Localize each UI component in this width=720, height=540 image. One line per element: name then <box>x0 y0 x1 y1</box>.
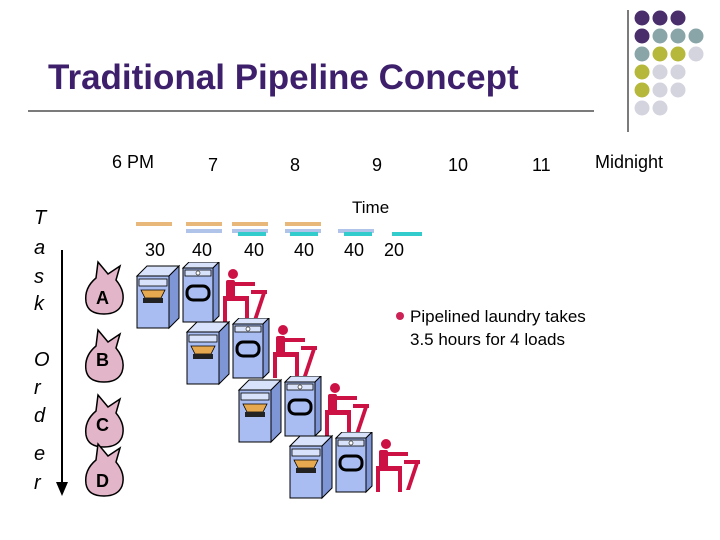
note-bullet <box>396 312 404 320</box>
decor-dot <box>634 28 650 44</box>
dryer-icon <box>181 262 220 324</box>
decor-dot <box>634 82 650 98</box>
folding-person-icon <box>273 325 317 378</box>
decor-dot <box>652 82 668 98</box>
note-line-2: 3.5 hours for 4 loads <box>410 330 565 349</box>
vertical-divider <box>627 10 629 132</box>
axis-letter-r: r <box>34 377 41 399</box>
washer-icon <box>237 378 283 444</box>
machine-row-3 <box>237 376 369 444</box>
axis-letter-k: k <box>34 293 44 315</box>
decor-dot <box>688 28 704 44</box>
laundry-bag-b <box>84 328 124 383</box>
laundry-bag-c <box>84 393 124 448</box>
washer-icon <box>185 320 231 386</box>
stage-bar-dry-1 <box>186 229 222 233</box>
axis-letter-o: O <box>34 349 50 371</box>
stage-bars <box>136 222 422 236</box>
decor-dot <box>652 64 668 80</box>
decor-dot <box>670 10 686 26</box>
task-order-arrow <box>56 250 68 496</box>
axis-letter-d: d <box>34 405 46 427</box>
stage-bar-wash-2 <box>186 222 222 226</box>
duration-4: 40 <box>294 240 315 260</box>
machine-row-2 <box>185 318 317 386</box>
duration-5: 40 <box>344 240 365 260</box>
title-divider <box>28 110 594 112</box>
task-label-d: D <box>96 471 109 491</box>
stage-bar-wash-1 <box>136 222 172 226</box>
task-label-c: C <box>96 415 109 435</box>
stage-bar-wash-4 <box>285 222 321 226</box>
decor-dot <box>670 64 686 80</box>
decor-dot <box>670 46 686 62</box>
time-axis-label: Time <box>352 198 390 217</box>
decor-dot <box>652 10 668 26</box>
time-label-9: 9 <box>372 155 383 175</box>
decor-dot <box>652 46 668 62</box>
decor-dot <box>652 100 668 116</box>
axis-letter-e: e <box>34 443 46 465</box>
decorative-dot-grid <box>634 10 704 116</box>
decor-dot <box>688 46 704 62</box>
stage-bar-dry-4 <box>338 229 374 233</box>
stage-bar-fold-2 <box>290 232 318 236</box>
axis-letter-t: T <box>34 207 47 229</box>
stage-bar-wash-3 <box>232 222 268 226</box>
duration-2: 40 <box>192 240 213 260</box>
duration-3: 40 <box>244 240 265 260</box>
folding-person-icon <box>223 269 267 322</box>
machine-row-1 <box>135 262 267 330</box>
slide-title: Traditional Pipeline Concept <box>48 58 519 97</box>
stage-bar-dry-3 <box>285 229 321 233</box>
duration-1: 30 <box>145 240 166 260</box>
decor-dot <box>670 28 686 44</box>
time-label-6pm: 6 PM <box>112 152 155 172</box>
time-label-7: 7 <box>208 155 219 175</box>
axis-letter-a: a <box>34 237 46 259</box>
laundry-bag-d <box>84 442 124 497</box>
dryer-icon <box>334 432 373 494</box>
decor-dot <box>670 82 686 98</box>
time-label-11: 11 <box>532 155 551 175</box>
time-label-8: 8 <box>290 155 301 175</box>
decor-dot <box>652 28 668 44</box>
machine-row-4 <box>288 432 420 500</box>
folding-person-icon <box>376 439 420 492</box>
stage-bar-fold-3 <box>344 232 372 236</box>
time-label-10: 10 <box>448 155 469 175</box>
note-line-1: Pipelined laundry takes <box>410 307 586 326</box>
axis-letter-r2: r <box>34 472 41 494</box>
folding-person-icon <box>325 383 369 436</box>
washer-icon <box>288 434 334 500</box>
axis-letter-s: s <box>34 266 44 288</box>
dryer-icon <box>283 376 322 438</box>
decor-dot <box>634 46 650 62</box>
washer-icon <box>135 264 181 330</box>
laundry-bag-a <box>84 260 124 315</box>
task-label-a: A <box>96 288 109 308</box>
time-label-midnight: Midnight <box>595 152 664 172</box>
dryer-icon <box>231 318 270 380</box>
task-label-b: B <box>96 350 109 370</box>
duration-6: 20 <box>384 240 405 260</box>
stage-bar-fold-4 <box>392 232 422 236</box>
decor-dot <box>634 64 650 80</box>
pipeline-note: Pipelined laundry takes 3.5 hours for 4 … <box>410 305 586 351</box>
decor-dot <box>634 10 650 26</box>
stage-bar-fold-1 <box>238 232 266 236</box>
decor-dot <box>634 100 650 116</box>
stage-bar-dry-2 <box>232 229 268 233</box>
